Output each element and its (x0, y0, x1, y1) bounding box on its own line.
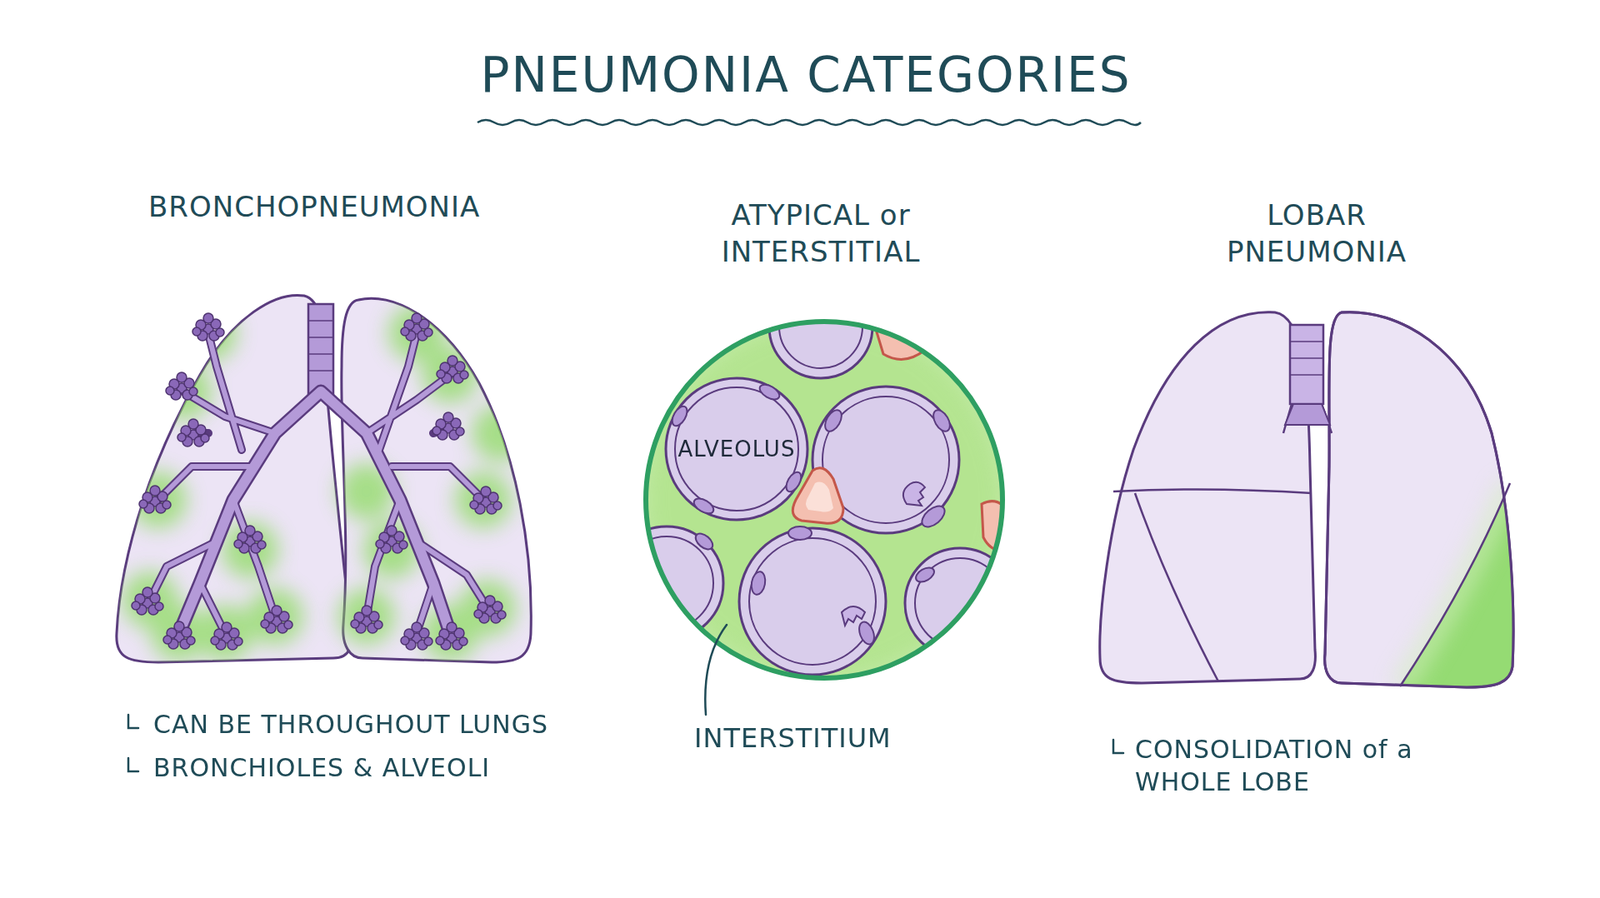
label: LOBAR PNEUMONIA (1208, 196, 1425, 270)
node-label: ALVEOLUS (678, 436, 796, 462)
label: INTERSTITIUM (694, 721, 892, 757)
label: ATYPICAL or INTERSTITIAL (695, 196, 946, 270)
title: PNEUMONIA CATEGORIES (480, 44, 1132, 107)
label: BRONCHOPNEUMONIA (148, 188, 480, 225)
broncho-lungs (116, 295, 531, 663)
lobar-lungs (1100, 312, 1525, 692)
interstitium-zoom (610, 275, 1015, 715)
label: BRONCHIOLES & ALVEOLI (153, 751, 490, 785)
title-underline (477, 120, 1141, 125)
label: CAN BE THROUGHOUT LUNGS (153, 708, 549, 741)
alveolus-circle: ALVEOLUS (663, 375, 810, 523)
label: CONSOLIDATION of a WHOLE LOBE (1135, 733, 1485, 799)
